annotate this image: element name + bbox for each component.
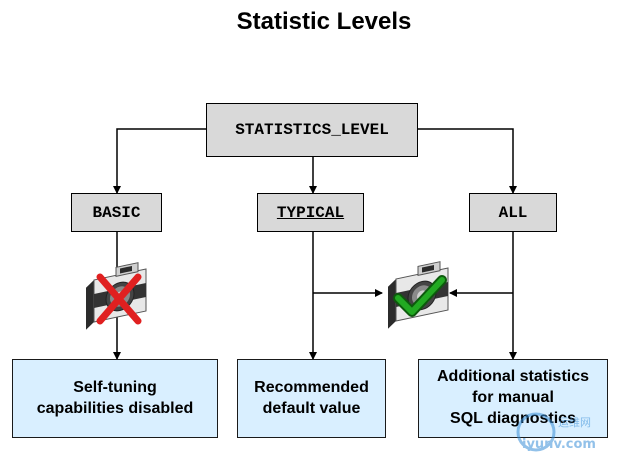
- level-node-all: ALL: [469, 193, 557, 232]
- description-typical-line-2: default value: [262, 399, 361, 417]
- description-basic-line-2: capabilities disabled: [36, 399, 194, 417]
- connector-root-all: [418, 128, 517, 194]
- root-node-statistics-level: STATISTICS_LEVEL: [206, 103, 418, 157]
- camera-checkmark-icon: [388, 261, 449, 329]
- description-all-line-3: SQL diagnostics: [450, 409, 576, 427]
- description-typical-line-1: Recommended: [254, 378, 369, 396]
- level-node-typical: TYPICAL: [257, 193, 364, 232]
- root-node-label: STATISTICS_LEVEL: [235, 121, 389, 139]
- description-all: Additional statistics for manual SQL dia…: [418, 359, 608, 438]
- description-all-line-1: Additional statistics: [436, 368, 590, 386]
- level-node-basic-label: BASIC: [92, 203, 141, 222]
- connector-root-basic: [113, 128, 206, 194]
- watermark-line-1: 运维网: [558, 416, 591, 429]
- description-typical: Recommended default value: [237, 359, 386, 438]
- level-node-basic: BASIC: [71, 193, 162, 232]
- description-all-line-2: for manual: [472, 389, 554, 407]
- watermark-line-2: iyunv.com: [522, 437, 596, 452]
- description-basic-line-1: Self-tuning: [73, 378, 157, 396]
- camera-crossed-out-icon: [86, 262, 147, 330]
- diagram-title: Statistic Levels: [236, 8, 412, 35]
- level-node-all-label: ALL: [498, 203, 528, 222]
- level-node-typical-label: TYPICAL: [276, 203, 345, 222]
- watermark-logo: 运维网 iyunv.com: [516, 412, 596, 452]
- description-basic: Self-tuning capabilities disabled: [12, 359, 218, 438]
